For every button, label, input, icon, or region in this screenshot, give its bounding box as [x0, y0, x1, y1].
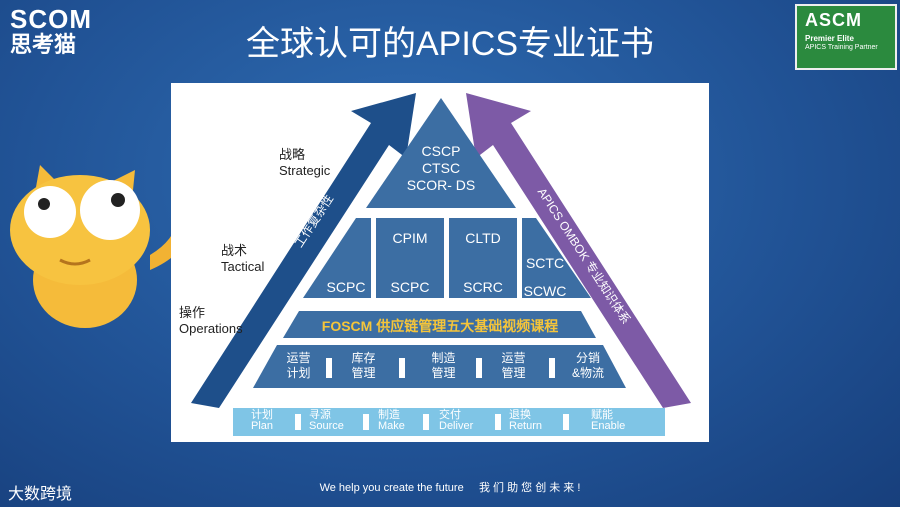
module-distribution: 分销 &物流 — [563, 351, 613, 381]
ascm-badge: ASCM Premier Elite APICS Training Partne… — [795, 4, 897, 70]
module-line2: 管理 — [501, 366, 526, 380]
scom-logo: SCOM 思考猫 — [10, 6, 92, 58]
module-divider — [476, 358, 482, 378]
module-line1: 运营 — [286, 351, 311, 365]
cert-scwc: SCWC — [523, 283, 567, 299]
footer-slogan-en: We help you create the future — [319, 482, 464, 494]
strategic-cn: 战略 — [279, 147, 306, 162]
badge-line1: Premier Elite — [805, 34, 854, 43]
module-line1: 分销 — [575, 351, 600, 365]
tactical-en: Tactical — [221, 259, 265, 274]
module-manufacturing: 制造 管理 — [421, 351, 466, 381]
footer-slogan-cn: 我 们 助 您 创 未 来 ! — [478, 482, 581, 494]
module-inventory: 库存 管理 — [341, 351, 386, 381]
cat-mascot-icon — [0, 160, 195, 345]
process-divider — [423, 414, 429, 430]
cert-sctc: SCTC — [525, 255, 565, 271]
cert-cpim: CPIM — [392, 230, 428, 246]
module-divider — [549, 358, 555, 378]
module-line1: 库存 — [351, 351, 376, 365]
top-certs: CSCP CTSC SCOR- DS — [396, 143, 486, 194]
process-divider — [363, 414, 369, 430]
module-line2: 管理 — [431, 366, 456, 380]
cert-ctsc: CTSC — [421, 160, 461, 176]
process-divider — [495, 414, 501, 430]
cert-cltd: CLTD — [465, 230, 501, 246]
tactical-cn: 战术 — [221, 243, 248, 258]
logo-brand: SCOM — [10, 4, 92, 34]
module-ops-planning: 运营 计划 — [276, 351, 321, 381]
process-divider — [563, 414, 569, 430]
operations-cn: 操作 — [179, 305, 206, 320]
cert-scrc: SCRC — [463, 279, 503, 295]
badge-line2: APICS Training Partner — [805, 44, 878, 51]
badge-name: ASCM — [805, 10, 862, 30]
logo-subtitle: 思考猫 — [10, 32, 77, 57]
module-line1: 运营 — [501, 351, 526, 365]
module-line2: &物流 — [571, 366, 604, 380]
module-line2: 管理 — [351, 366, 376, 380]
module-divider — [326, 358, 332, 378]
strategic-en: Strategic — [279, 163, 331, 178]
level-strategic: 战略 Strategic — [279, 147, 330, 179]
module-divider — [399, 358, 405, 378]
footer-slogan: We help you create the future 我 们 助 您 创 … — [0, 479, 900, 495]
module-line2: 计划 — [286, 366, 311, 380]
module-line1: 制造 — [431, 351, 456, 365]
page-title: 全球认可的APICS专业证书 — [245, 25, 655, 63]
cert-scpc: SCPC — [390, 279, 430, 295]
process-divider — [295, 414, 301, 430]
footer-logo: 大数跨境 — [8, 486, 73, 503]
operations-en: Operations — [179, 321, 243, 336]
certification-pyramid-diagram: 战略 Strategic 战术 Tactical 操作 Operations 工… — [171, 83, 709, 442]
cert-scpc-left: SCPC — [326, 279, 366, 295]
foscm-label: FOSCM 供应链管理五大基础视频课程 — [321, 318, 559, 334]
cert-scor-ds: SCOR- DS — [406, 177, 476, 193]
level-tactical: 战术 Tactical — [221, 243, 264, 275]
level-operations: 操作 Operations — [179, 305, 243, 337]
module-operations: 运营 管理 — [491, 351, 536, 381]
cert-cscp: CSCP — [421, 143, 461, 159]
